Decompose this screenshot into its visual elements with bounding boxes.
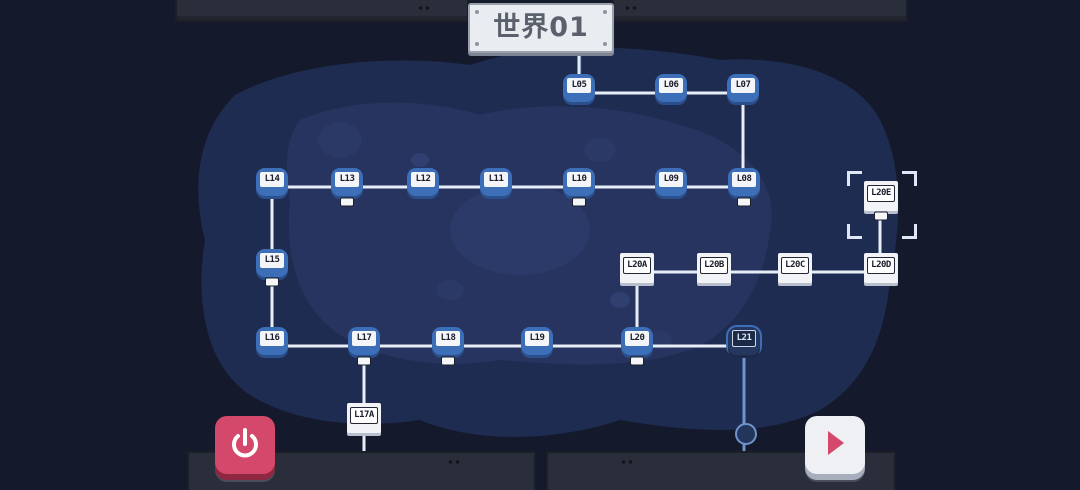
level-label: L20E: [867, 185, 895, 202]
level-node-l20c[interactable]: L20C: [778, 253, 812, 283]
level-node-l20a[interactable]: L20A: [620, 253, 654, 283]
level-label: L08: [732, 172, 756, 187]
level-node-l17[interactable]: L17: [348, 327, 380, 355]
level-label: L19: [525, 331, 549, 346]
level-node-l20e[interactable]: L20E: [864, 181, 898, 211]
level-label: L20: [625, 331, 649, 346]
level-badge-icon: [357, 356, 371, 366]
level-node-l05[interactable]: L05: [563, 74, 595, 102]
rivet: [603, 10, 607, 14]
level-label: L06: [659, 78, 683, 93]
level-node-l16[interactable]: L16: [256, 327, 288, 355]
rivet: [475, 10, 479, 14]
level-node-l18[interactable]: L18: [432, 327, 464, 355]
level-label: L09: [659, 172, 683, 187]
world-title: 世界01: [493, 12, 589, 43]
level-node-l21[interactable]: L21: [728, 327, 760, 355]
level-badge-icon: [265, 277, 279, 287]
level-label: L18: [436, 331, 460, 346]
level-badge-icon: [572, 197, 586, 207]
level-label: L15: [260, 253, 284, 268]
level-label: L17: [352, 331, 376, 346]
level-node-l09[interactable]: L09: [655, 168, 687, 196]
level-label: L17A: [350, 407, 378, 424]
level-node-l20b[interactable]: L20B: [697, 253, 731, 283]
level-node-l10[interactable]: L10: [563, 168, 595, 196]
level-label: L07: [731, 78, 755, 93]
level-node-l20d[interactable]: L20D: [864, 253, 898, 283]
path-end-marker: [735, 423, 757, 445]
level-label: L21: [732, 330, 756, 347]
level-badge-icon: [630, 356, 644, 366]
level-node-l19[interactable]: L19: [521, 327, 553, 355]
selection-bracket-bottom-left: [847, 224, 862, 239]
level-label: L13: [335, 172, 359, 187]
level-label: L10: [567, 172, 591, 187]
level-label: L20C: [781, 257, 809, 274]
level-label: L12: [411, 172, 435, 187]
level-node-l06[interactable]: L06: [655, 74, 687, 102]
power-button[interactable]: [215, 416, 275, 474]
level-label: L20A: [623, 257, 651, 274]
level-label: L11: [484, 172, 508, 187]
level-node-l15[interactable]: L15: [256, 249, 288, 277]
level-node-l11[interactable]: L11: [480, 168, 512, 196]
level-label: L16: [260, 331, 284, 346]
play-button[interactable]: [805, 416, 865, 474]
level-node-l20[interactable]: L20: [621, 327, 653, 355]
level-label: L20D: [867, 257, 895, 274]
level-node-l14[interactable]: L14: [256, 168, 288, 196]
selection-bracket-top-right: [902, 171, 917, 186]
selection-bracket-top-left: [847, 171, 862, 186]
level-node-l12[interactable]: L12: [407, 168, 439, 196]
level-badge-icon: [874, 211, 888, 221]
level-node-l13[interactable]: L13: [331, 168, 363, 196]
rivet: [603, 42, 607, 46]
level-node-l08[interactable]: L08: [728, 168, 760, 196]
power-icon: [232, 428, 258, 458]
level-label: L20B: [700, 257, 728, 274]
level-node-l17a[interactable]: L17A: [347, 403, 381, 433]
level-badge-icon: [340, 197, 354, 207]
play-icon: [828, 431, 844, 455]
rivet: [475, 42, 479, 46]
level-label: L14: [260, 172, 284, 187]
level-badge-icon: [441, 356, 455, 366]
selection-bracket-bottom-right: [902, 224, 917, 239]
level-badge-icon: [737, 197, 751, 207]
world-title-plaque: 世界01: [468, 3, 614, 53]
level-node-l07[interactable]: L07: [727, 74, 759, 102]
level-label: L05: [567, 78, 591, 93]
